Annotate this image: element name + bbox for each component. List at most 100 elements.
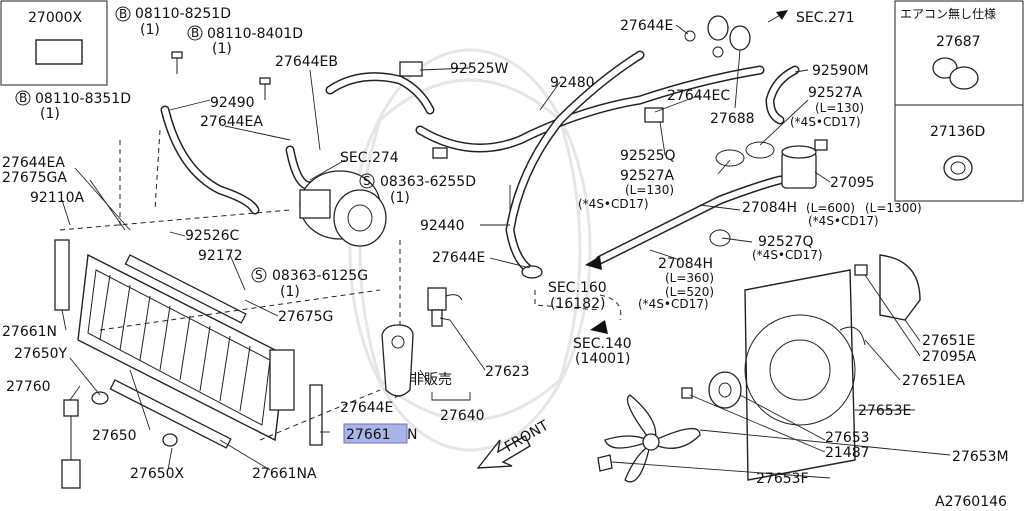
svg-text:B: B <box>191 26 199 40</box>
label-b3-qty: (1) <box>40 106 60 122</box>
label-27650y[interactable]: 27650Y <box>14 346 68 362</box>
label-27095[interactable]: 27095 <box>830 175 875 191</box>
label-sec160[interactable]: SEC.160 <box>548 280 607 296</box>
label-cd17-top: (*4S•CD17) <box>808 214 879 228</box>
label-27000x[interactable]: 27000X <box>28 10 83 26</box>
label-27650x[interactable]: 27650X <box>130 466 185 482</box>
label-27644e-mid[interactable]: 27644E <box>432 250 485 266</box>
label-27651ea[interactable]: 27651EA <box>902 373 965 389</box>
label-27675ga[interactable]: 27675GA <box>2 170 67 186</box>
label-92110a[interactable]: 92110A <box>30 190 85 206</box>
fan-shroud <box>744 254 921 481</box>
sensor-27760 <box>61 399 81 489</box>
label-27653[interactable]: 27653 <box>825 430 870 446</box>
label-27661n-suffix: N <box>407 427 417 443</box>
label-27644eb[interactable]: 27644EB <box>275 54 338 70</box>
label-27640[interactable]: 27640 <box>440 408 485 424</box>
label-27661n-left[interactable]: 27661N <box>2 324 57 340</box>
label-27623[interactable]: 27623 <box>485 364 530 380</box>
hose-92590m <box>765 65 800 125</box>
label-s1[interactable]: 08363-6255D <box>380 174 476 190</box>
label-27661n-highlight[interactable]: 27661 <box>346 427 391 443</box>
label-92172[interactable]: 92172 <box>198 248 243 264</box>
arrow-sec271 <box>767 10 788 23</box>
label-27653m[interactable]: 27653M <box>952 449 1009 465</box>
label-s1-qty: (1) <box>390 190 410 206</box>
label-b2[interactable]: 08110-8401D <box>207 26 303 42</box>
fan-motor <box>681 371 742 409</box>
label-27644ec[interactable]: 27644EC <box>667 88 730 104</box>
inset-title: エアコン無し仕様 <box>900 6 996 21</box>
label-27644e-top[interactable]: 27644E <box>620 18 673 34</box>
label-92440[interactable]: 92440 <box>420 218 465 234</box>
condenser <box>77 253 295 449</box>
label-27644ea-a[interactable]: 27644EA <box>200 114 263 130</box>
label-27644ea-b[interactable]: 27644EA <box>2 155 65 171</box>
label-sec140[interactable]: SEC.140 <box>573 336 632 352</box>
label-l130-mid: (L=130) <box>625 183 674 197</box>
label-92525q[interactable]: 92525Q <box>620 148 676 164</box>
label-27653e[interactable]: 27653E <box>858 403 911 419</box>
label-l1300: (L=1300) <box>865 201 922 215</box>
dashed-lines <box>59 129 622 441</box>
fan-blade <box>597 394 701 483</box>
label-b2-qty: (1) <box>212 41 232 57</box>
bolt-icon-b3: B <box>15 90 31 106</box>
watermark-emblem <box>348 48 592 452</box>
label-92590m[interactable]: 92590M <box>812 63 869 79</box>
label-92526c[interactable]: 92526C <box>185 228 240 244</box>
front-arrow-icon <box>476 435 531 469</box>
label-27644e-bot[interactable]: 27644E <box>340 400 393 416</box>
label-l360: (L=360) <box>665 271 714 285</box>
label-sec274[interactable]: SEC.274 <box>340 150 399 166</box>
leader-lines <box>61 24 951 479</box>
label-27095a[interactable]: 27095A <box>922 349 977 365</box>
label-21487[interactable]: 21487 <box>825 445 870 461</box>
label-27651e[interactable]: 27651E <box>922 333 975 349</box>
svg-text:B: B <box>119 7 127 21</box>
label-27688[interactable]: 27688 <box>710 111 755 127</box>
label-sec140-code: (14001) <box>575 351 630 367</box>
fittings-top <box>399 15 751 159</box>
arrow-sec160 <box>585 256 602 270</box>
clamps <box>521 141 775 279</box>
label-92490[interactable]: 92490 <box>210 95 255 111</box>
label-sec271[interactable]: SEC.271 <box>796 10 855 26</box>
label-92480[interactable]: 92480 <box>550 75 595 91</box>
hose-27084h <box>595 175 785 265</box>
label-b3[interactable]: 08110-8351D <box>35 91 131 107</box>
label-27084h-top[interactable]: 27084H <box>742 200 797 216</box>
svg-text:S: S <box>363 174 371 188</box>
bolts-fan <box>854 264 868 276</box>
label-not-for-sale: 非販売 <box>410 372 452 388</box>
label-92525w[interactable]: 92525W <box>450 61 509 77</box>
part-box-27000x <box>0 0 108 86</box>
label-27687[interactable]: 27687 <box>936 34 981 50</box>
label-27650[interactable]: 27650 <box>92 428 137 444</box>
bolt-icon-b2: B <box>187 25 271 100</box>
label-27661na[interactable]: 27661NA <box>252 466 317 482</box>
label-b1-qty: (1) <box>140 22 160 38</box>
label-27084h-bot[interactable]: 27084H <box>658 256 713 272</box>
label-27136d[interactable]: 27136D <box>930 124 985 140</box>
label-92527a-mid[interactable]: 92527A <box>620 168 675 184</box>
pressure-switch <box>427 287 463 327</box>
svg-text:S: S <box>255 268 263 282</box>
label-b1[interactable]: 08110-8251D <box>135 6 231 22</box>
inset-panel <box>894 0 1024 202</box>
label-s2[interactable]: 08363-6125G <box>272 268 368 284</box>
label-l600: (L=600) <box>806 201 855 215</box>
screw-icon-s1: S <box>359 173 375 189</box>
highlighted-part-27661n[interactable]: 27661 N <box>343 423 417 444</box>
label-27653f[interactable]: 27653F <box>756 471 809 487</box>
label-27760[interactable]: 27760 <box>6 379 51 395</box>
label-front: FRONT <box>502 417 552 455</box>
label-l520: (L=520) <box>665 285 714 299</box>
label-92527a-right[interactable]: 92527A <box>808 85 863 101</box>
label-27675g[interactable]: 27675G <box>278 309 333 325</box>
receiver-drier <box>381 324 414 397</box>
label-cd17-right: (*4S•CD17) <box>790 115 861 129</box>
label-s2-qty: (1) <box>280 284 300 300</box>
label-92527q[interactable]: 92527Q <box>758 234 814 250</box>
